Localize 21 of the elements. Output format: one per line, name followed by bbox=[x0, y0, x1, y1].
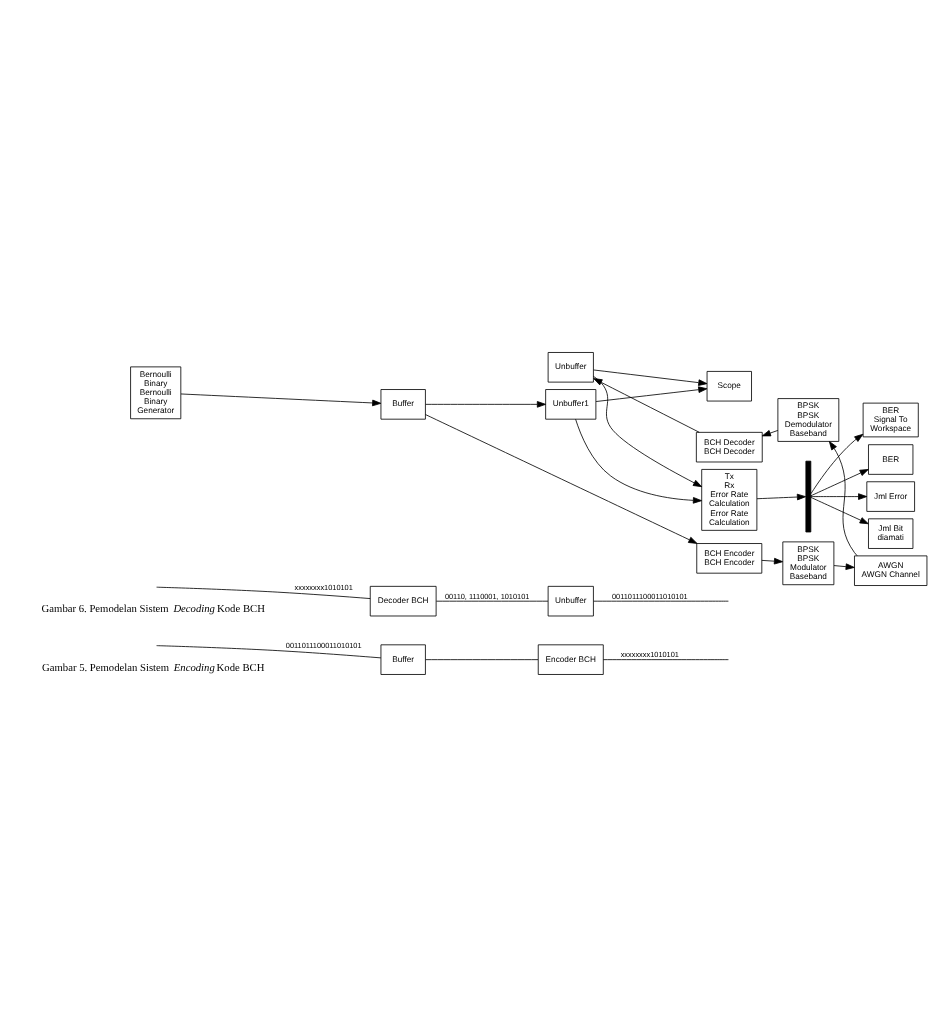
arrow bbox=[810, 495, 869, 524]
node-bar bbox=[805, 459, 812, 532]
connector bbox=[156, 585, 371, 598]
arrow bbox=[828, 440, 858, 556]
connector bbox=[593, 599, 729, 601]
arrow bbox=[810, 432, 864, 494]
arrow bbox=[595, 385, 708, 401]
arrow bbox=[761, 556, 784, 564]
arrow bbox=[425, 400, 546, 407]
arrow bbox=[180, 392, 382, 406]
connector bbox=[156, 644, 382, 658]
connector bbox=[425, 658, 539, 660]
arrow bbox=[833, 562, 855, 569]
connector bbox=[602, 658, 729, 660]
arrow bbox=[761, 429, 779, 436]
arrow bbox=[425, 413, 698, 543]
arrow bbox=[575, 417, 702, 503]
arrow bbox=[810, 492, 868, 499]
arrow bbox=[810, 468, 869, 496]
arrow bbox=[756, 492, 806, 500]
connector bbox=[435, 599, 549, 601]
